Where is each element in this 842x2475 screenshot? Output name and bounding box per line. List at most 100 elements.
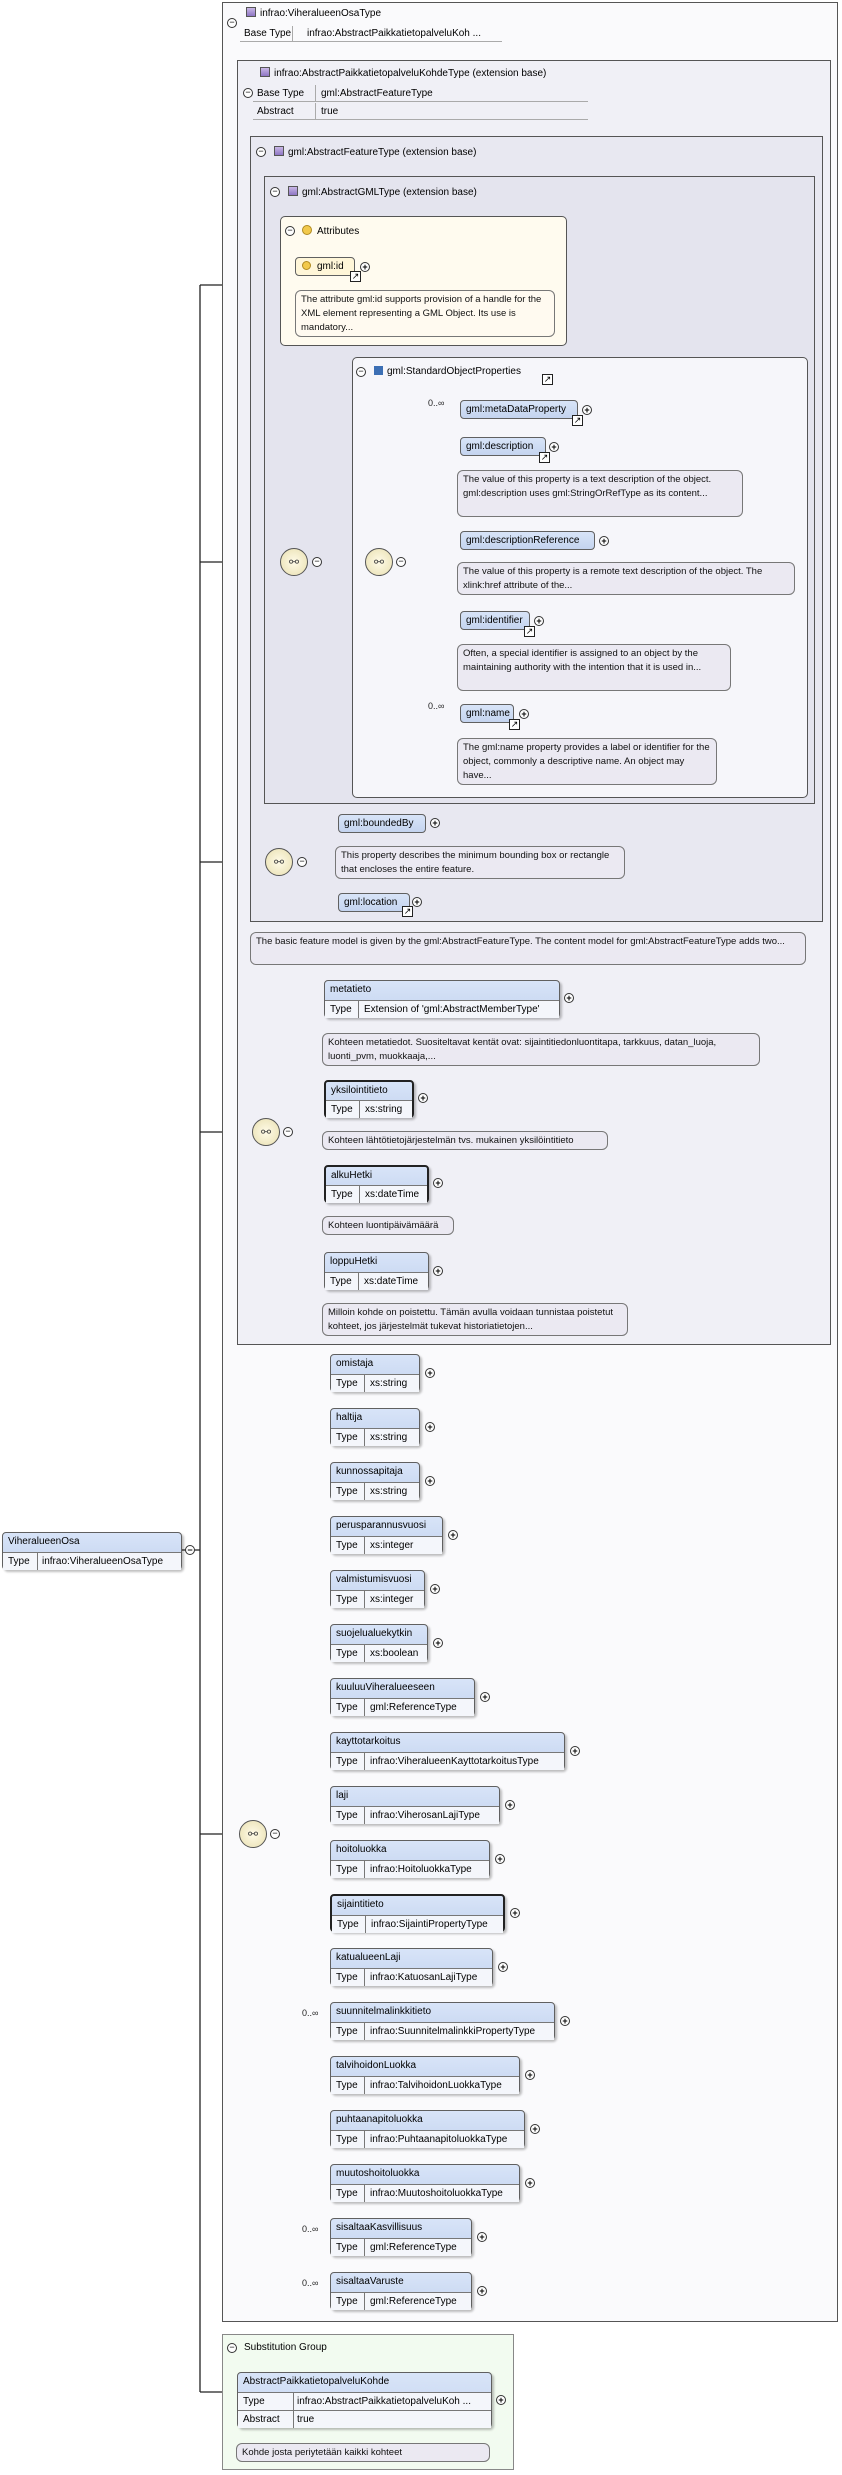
std-props-link-icon[interactable]: ↗ [542,374,553,385]
element-expand-button[interactable]: + [448,1530,458,1540]
element-expand-button[interactable]: + [495,1854,505,1864]
alkuhetki-name: alkuHetki [331,1170,373,1181]
location-expand-button[interactable]: + [412,897,422,907]
element-expand-button[interactable]: + [430,1584,440,1594]
element-expand-button[interactable]: + [425,1476,435,1486]
paikka-sequence-collapse[interactable]: − [283,1127,293,1137]
gml-id-link-icon[interactable]: ↗ [350,271,361,282]
ext3-collapse-button[interactable]: − [270,187,280,197]
element-expand-button[interactable]: + [477,2286,487,2296]
identifier-link-icon[interactable]: ↗ [524,626,535,637]
element-expand-button[interactable]: + [560,2016,570,2026]
element-expand-button[interactable]: + [510,1908,520,1918]
element-expand-button[interactable]: + [477,2232,487,2242]
feature-sequence-collapse[interactable]: − [297,857,307,867]
gml-metadataproperty-name: gml:metaDataProperty [466,404,567,415]
description-link-icon[interactable]: ↗ [539,452,550,463]
element-type-label: Type [336,2134,358,2145]
element-expand-button[interactable]: + [425,1368,435,1378]
yksilointitieto-expand-button[interactable]: + [418,1093,428,1103]
std-props-sequence-collapse[interactable]: − [396,557,406,567]
element-expand-button[interactable]: + [498,1962,508,1972]
own-sequence-collapse[interactable]: − [270,1829,280,1839]
alkuhetki-expand-button[interactable]: + [433,1178,443,1188]
description-expand-button[interactable]: + [549,442,559,452]
root-element[interactable]: ViheralueenOsa Type infrao:ViheralueenOs… [2,1532,182,1570]
ext1-collapse-button[interactable]: − [243,88,253,98]
element-type-label: Type [336,1378,358,1389]
descriptionreference-expand-button[interactable]: + [599,536,609,546]
metatieto-expand-button[interactable]: + [564,993,574,1003]
element-expand-button[interactable]: + [425,1422,435,1432]
element-type-value: xs:string [370,1378,408,1389]
root-expand-button[interactable]: − [185,1545,195,1555]
metadataproperty-expand-button[interactable]: + [582,405,592,415]
boundedby-expand-button[interactable]: + [430,818,440,828]
ext2-collapse-button[interactable]: − [256,147,266,157]
element-expand-button[interactable]: + [433,1638,443,1648]
element-name: katualueenLaji [336,1952,401,1963]
complex-type-base-row: Base Type infrao:AbstractPaikkatietopalv… [240,26,502,42]
ext1-base-label: Base Type [257,88,305,99]
location-link-icon[interactable]: ↗ [402,906,413,917]
std-props-collapse-button[interactable]: − [356,367,366,377]
substitution-collapse-button[interactable]: − [227,2343,237,2353]
gml-descriptionreference-doc: The value of this property is a remote t… [457,562,795,595]
name-expand-button[interactable]: + [519,709,529,719]
gml-name-element[interactable]: gml:name [460,704,514,723]
element-expand-button[interactable]: + [525,2070,535,2080]
element-type-label: Type [336,1864,358,1875]
element-expand-button[interactable]: + [480,1692,490,1702]
metadataproperty-link-icon[interactable]: ↗ [572,415,583,426]
element-expand-button[interactable]: + [525,2178,535,2188]
gml-description-element[interactable]: gml:description [460,437,546,456]
element-expand-button[interactable]: + [530,2124,540,2134]
substitution-expand-button[interactable]: + [496,2395,506,2405]
name-link-icon[interactable]: ↗ [509,719,520,730]
attributes-title: Attributes [302,225,359,237]
gml-description-doc: The value of this property is a text des… [457,470,743,517]
gml-identifier-element[interactable]: gml:identifier [460,611,530,630]
element-name: talvihoidonLuokka [336,2060,417,2071]
alkuhetki-type-label: Type [331,1189,353,1200]
element-type-label: Type [336,1702,358,1713]
element-expand-button[interactable]: + [505,1800,515,1810]
gml-metadataproperty-element[interactable]: gml:metaDataProperty [460,400,578,419]
complex-type-collapse-button[interactable]: − [227,18,237,28]
element-type-value: infrao:HoitoluokkaType [370,1864,472,1875]
element-type-value: infrao:MuutoshoitoluokkaType [370,2188,503,2199]
loppuhetki-expand-button[interactable]: + [433,1266,443,1276]
identifier-expand-button[interactable]: + [534,616,544,626]
gml-location-element[interactable]: gml:location [338,893,410,912]
element-expand-button[interactable]: + [570,1746,580,1756]
gml-id-attribute[interactable]: gml:id [295,257,355,276]
gml-descriptionreference-element[interactable]: gml:descriptionReference [460,531,595,550]
gml-type-sequence-collapse[interactable]: − [312,557,322,567]
gml-id-expand-button[interactable]: + [360,262,370,272]
gml-boundedby-element[interactable]: gml:boundedBy [338,814,426,833]
attributes-collapse-button[interactable]: − [285,226,295,236]
